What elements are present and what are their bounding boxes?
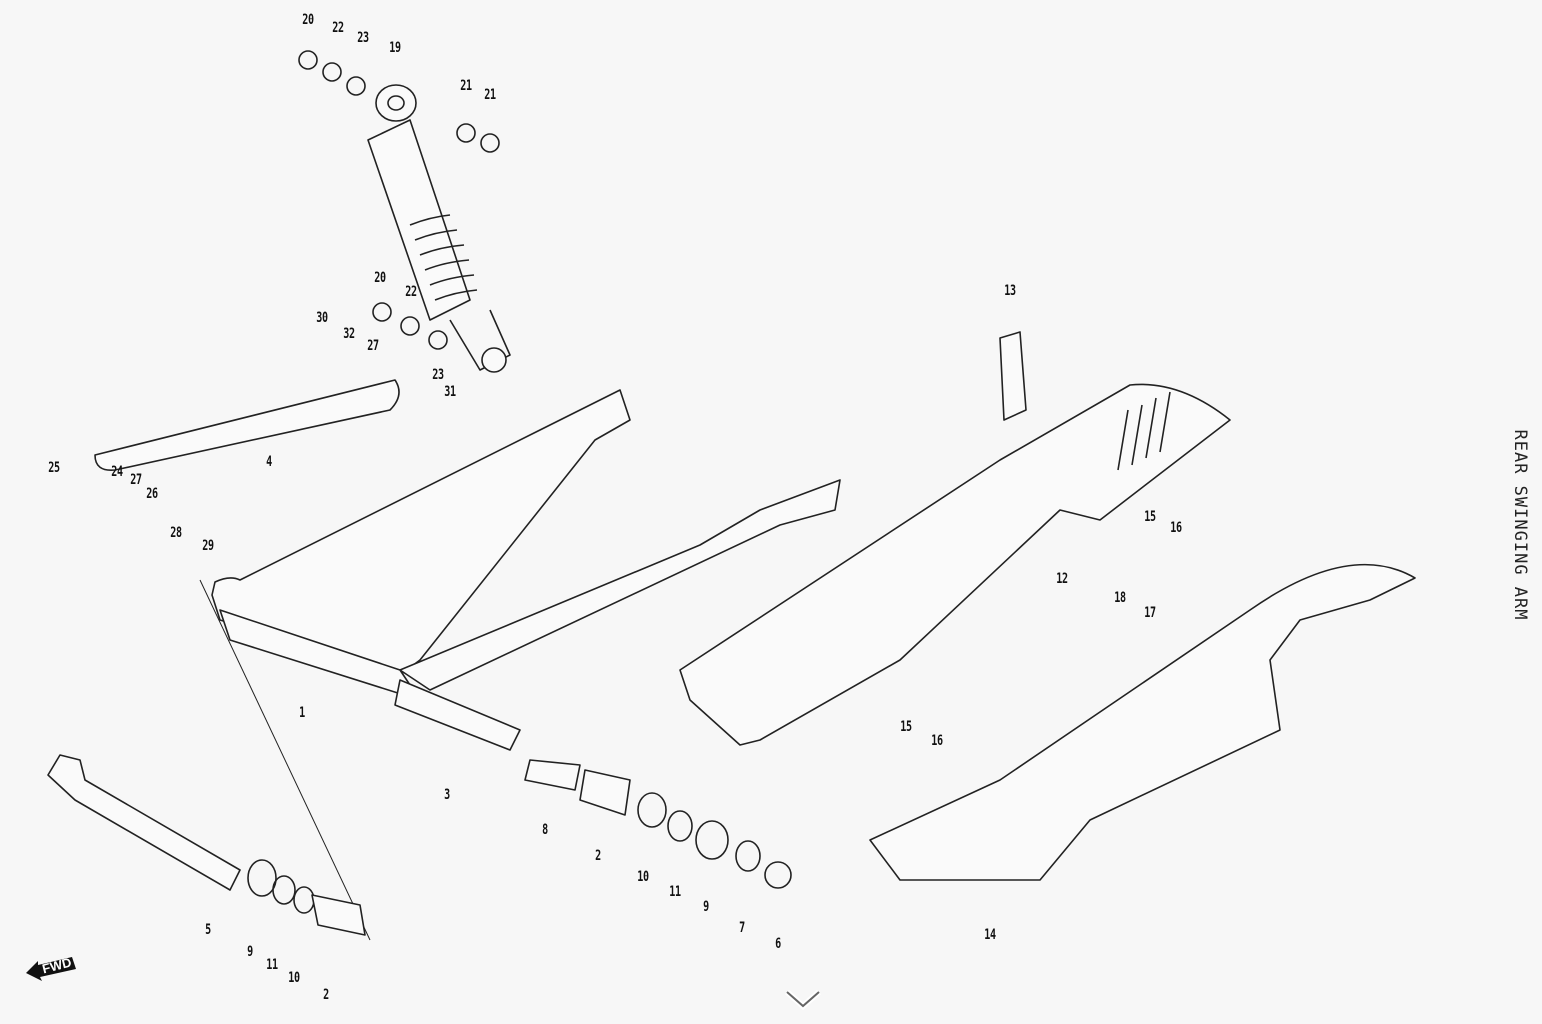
part-label: 6 [775, 936, 781, 952]
part-label: 7 [739, 920, 745, 936]
part-label: 31 [444, 384, 456, 400]
part-label: 5 [205, 922, 211, 938]
part-label: 4 [266, 454, 272, 470]
fwd-arrow-icon: FWD [24, 955, 78, 981]
part-label: 15 [1144, 509, 1156, 525]
part-label: 27 [130, 472, 142, 488]
pivot-parts [47, 679, 792, 936]
part-label: 25 [48, 460, 60, 476]
part-label: 20 [374, 270, 386, 286]
part-label: 21 [460, 78, 472, 94]
part-label: 23 [357, 30, 369, 46]
torque-link [94, 379, 400, 472]
chain-case [679, 331, 1231, 746]
part-label: 27 [367, 338, 379, 354]
part-label: 2 [323, 987, 329, 1003]
part-label: 13 [1004, 283, 1016, 299]
part-label: 18 [1114, 590, 1126, 606]
part-label: 22 [332, 20, 344, 36]
part-label: 23 [432, 367, 444, 383]
part-label: 2 [595, 848, 601, 864]
part-label: 32 [343, 326, 355, 342]
part-label: 21 [484, 87, 496, 103]
part-label: 11 [669, 884, 681, 900]
part-label: 11 [266, 957, 278, 973]
part-label: 10 [288, 970, 300, 986]
part-label: 3 [444, 787, 450, 803]
part-label: 12 [1056, 571, 1068, 587]
part-label: 1 [299, 705, 305, 721]
part-label: 9 [703, 899, 709, 915]
part-label: 29 [202, 538, 214, 554]
part-label: 17 [1144, 605, 1156, 621]
part-label: 22 [405, 284, 417, 300]
part-label: 24 [111, 464, 123, 480]
chevron-down-icon[interactable] [783, 988, 823, 1012]
part-label: 19 [389, 40, 401, 56]
part-label: 10 [637, 869, 649, 885]
washers-top [298, 50, 500, 350]
part-label: 30 [316, 310, 328, 326]
part-label: 16 [931, 733, 943, 749]
shock-absorber [367, 84, 511, 373]
part-label: 16 [1170, 520, 1182, 536]
part-label: 9 [247, 944, 253, 960]
diagram-title: REAR SWINGING ARM [1510, 429, 1530, 621]
part-label: 26 [146, 486, 158, 502]
part-label: 28 [170, 525, 182, 541]
swing-arm [199, 389, 841, 941]
part-label: 20 [302, 12, 314, 28]
part-label: 15 [900, 719, 912, 735]
chain-guard [869, 563, 1416, 881]
part-label: 14 [984, 927, 996, 943]
part-label: 8 [542, 822, 548, 838]
